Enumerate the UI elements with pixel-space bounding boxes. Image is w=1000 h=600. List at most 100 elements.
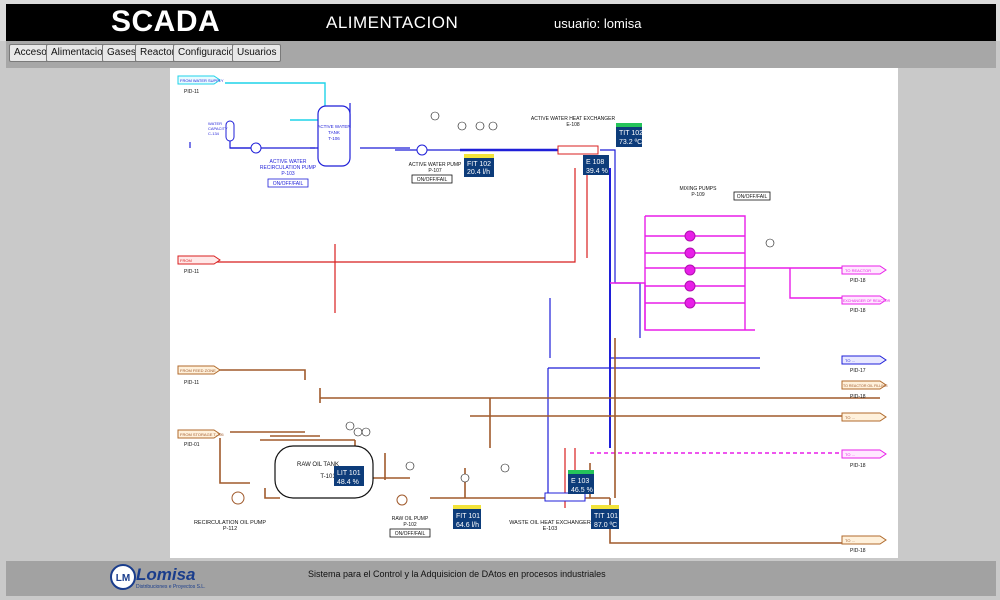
raw-oil-tank-label: RAW OIL TANK T-101 <box>297 462 339 480</box>
svg-text:PID-18: PID-18 <box>850 463 866 469</box>
fit101-tag: FIT 101 <box>456 513 480 520</box>
svg-text:RECIRCULATION OIL PUMP: RECIRCULATION OIL PUMP <box>194 520 266 526</box>
red-lines <box>190 168 588 508</box>
offpage-right-3: TO ... PID-17 <box>841 355 887 374</box>
svg-text:RAW OIL PUMP: RAW OIL PUMP <box>392 516 429 522</box>
readout-fit102[interactable]: FIT 102 20.4 l/h <box>464 154 494 177</box>
mixing-pumps-status-text: ON/OFF/FAIL <box>737 194 768 200</box>
offpage-right-2: EXCHANGER OF REACTOR PID-18 <box>841 295 891 314</box>
svg-text:FROM FEED ZONE: FROM FEED ZONE <box>180 368 216 373</box>
svg-text:TANK: TANK <box>328 130 340 135</box>
readout-tit101[interactable]: TIT 101 87.0 ºC <box>591 505 619 529</box>
fit102-tag: FIT 102 <box>467 161 491 168</box>
svg-text:TO REACTOR: TO REACTOR <box>845 268 871 273</box>
svg-text:ACTIVE WATER PUMP: ACTIVE WATER PUMP <box>409 162 462 168</box>
svg-text:RAW OIL TANK: RAW OIL TANK <box>297 462 339 468</box>
svg-text:PID-17: PID-17 <box>850 368 866 374</box>
mixing-lines <box>590 215 880 454</box>
svg-text:PID-18: PID-18 <box>850 278 866 284</box>
offpage-right-1: TO REACTOR PID-18 <box>841 265 887 284</box>
active-water-tank <box>317 105 351 167</box>
lit101-value: 48.4 % <box>337 479 359 486</box>
tit101-value: 87.0 ºC <box>594 522 617 529</box>
svg-text:TO ...: TO ... <box>845 358 855 363</box>
active-water-pump-107-status <box>411 174 453 184</box>
user-name: lomisa <box>603 16 642 31</box>
active-water-tank-label: ACTIVE WATER TANK T-106 <box>317 124 351 141</box>
tit101-tag: TIT 101 <box>594 513 618 520</box>
svg-text:T-101: T-101 <box>320 474 336 480</box>
readout-lit101[interactable]: LIT 101 48.4 % <box>334 466 364 486</box>
nav-usuarios[interactable]: Usuarios <box>232 44 282 62</box>
app-footer: LM Lomisa Distribuciones e Proyectos S.L… <box>6 561 996 596</box>
readout-e108[interactable]: E 108 39.4 % <box>583 155 609 175</box>
active-water-pump-107 <box>416 144 428 156</box>
svg-text:MIXING PUMPS: MIXING PUMPS <box>680 186 718 192</box>
offpage-left-1: FROM WATER SUPPLY PID-11 <box>177 75 224 95</box>
pid-diagram-svg: ACTIVE WATER TANK T-106 WATER CAPACITY C… <box>177 75 891 554</box>
recirc-pump-103-label: ACTIVE WATER RECIRCULATION PUMP P-103 <box>260 159 317 177</box>
app-title: SCADA <box>111 5 221 38</box>
fit101-value: 64.6 l/h <box>456 522 479 529</box>
fit102-value: 20.4 l/h <box>467 169 490 176</box>
svg-text:P-112: P-112 <box>223 526 237 532</box>
svg-text:E-108: E-108 <box>566 122 580 128</box>
e108-value: 39.4 % <box>586 168 608 175</box>
lit101-tag: LIT 101 <box>337 470 361 477</box>
waste-oil-hx-label: WASTE OIL HEAT EXCHANGER E-103 <box>509 520 591 532</box>
svg-text:TO ...: TO ... <box>845 538 855 543</box>
lomisa-logo-icon: LM <box>110 564 136 590</box>
e108-tag: E 108 <box>586 159 604 166</box>
app-header: SCADA ALIMENTACION usuario: lomisa <box>0 0 1000 41</box>
mixing-pumps-status <box>733 191 771 201</box>
logo-mark: LM <box>116 573 130 584</box>
svg-text:T-106: T-106 <box>328 136 340 141</box>
svg-text:FROM: FROM <box>180 258 192 263</box>
nav-reactor[interactable]: Reactor <box>135 44 181 62</box>
recirc-pump-103-status-text: ON/OFF/FAIL <box>273 181 304 187</box>
offpage-right-6: TO ... PID-18 <box>841 449 887 469</box>
svg-text:C-134: C-134 <box>208 131 220 136</box>
svg-text:TO ...: TO ... <box>845 452 855 457</box>
raw-oil-pump-102-label: RAW OIL PUMP P-102 <box>392 516 429 528</box>
lomisa-logo: LM Lomisa Distribuciones e Proyectos S.L… <box>110 562 220 594</box>
svg-text:PID-11: PID-11 <box>184 269 199 275</box>
svg-text:EXCHANGER OF REACTOR: EXCHANGER OF REACTOR <box>843 299 891 303</box>
nav-configuracion[interactable]: Configuracion <box>173 44 245 62</box>
heat-exchanger-e108-label: ACTIVE WATER HEAT EXCHANGER E-108 <box>531 116 616 128</box>
svg-text:TO REACTOR OIL FILLING: TO REACTOR OIL FILLING <box>843 384 888 388</box>
instrument-bubbles <box>345 111 775 483</box>
footer-description: Sistema para el Control y la Adquisicion… <box>308 569 606 579</box>
raw-oil-pump-102-status-text: ON/OFF/FAIL <box>395 531 426 537</box>
recirc-pump-103 <box>250 142 262 154</box>
raw-oil-pump-102 <box>396 494 408 506</box>
logo-text: Lomisa <box>136 565 196 584</box>
svg-text:PID-18: PID-18 <box>850 394 866 400</box>
svg-text:WASTE OIL HEAT EXCHANGER: WASTE OIL HEAT EXCHANGER <box>509 520 591 526</box>
offpage-left-4: FROM STORAGE T-705 PID-01 <box>177 429 224 448</box>
recirc-oil-pump-112 <box>231 491 245 505</box>
raw-oil-pump-102-status <box>389 528 431 538</box>
e103-value: 46.5 % <box>571 487 593 494</box>
heat-exchanger-e108 <box>557 145 599 155</box>
readout-e103[interactable]: E 103 46.5 % <box>568 470 594 494</box>
nav-bar: Acceso Alimentacion Gases Reactor Config… <box>6 41 996 68</box>
readout-tit102[interactable]: TIT 102 73.2 ºC <box>616 123 643 147</box>
readout-fit101[interactable]: FIT 101 64.6 l/h <box>453 505 481 529</box>
svg-text:PID-11: PID-11 <box>184 380 199 386</box>
water-capacity-label: WATER CAPACITY C-134 <box>208 121 228 136</box>
e103-tag: E 103 <box>571 478 589 485</box>
offpage-right-7: TO ... PID-18 <box>841 535 887 554</box>
active-water-pump-107-label: ACTIVE WATER PUMP P-107 <box>409 162 462 174</box>
pid-diagram: ACTIVE WATER TANK T-106 WATER CAPACITY C… <box>170 68 898 558</box>
svg-text:E-103: E-103 <box>543 526 558 532</box>
active-water-pump-107-status-text: ON/OFF/FAIL <box>417 177 448 183</box>
logo-subtitle: Distribuciones e Proyectos S.L. <box>136 584 206 590</box>
page-title: ALIMENTACION <box>326 13 459 32</box>
tit102-tag: TIT 102 <box>619 130 643 137</box>
svg-text:ACTIVE WATER: ACTIVE WATER <box>270 159 307 165</box>
water-capacity-vessel <box>225 120 235 142</box>
svg-text:PID-18: PID-18 <box>850 548 866 554</box>
svg-text:TO ...: TO ... <box>845 415 855 420</box>
svg-text:FROM WATER SUPPLY: FROM WATER SUPPLY <box>180 78 224 83</box>
